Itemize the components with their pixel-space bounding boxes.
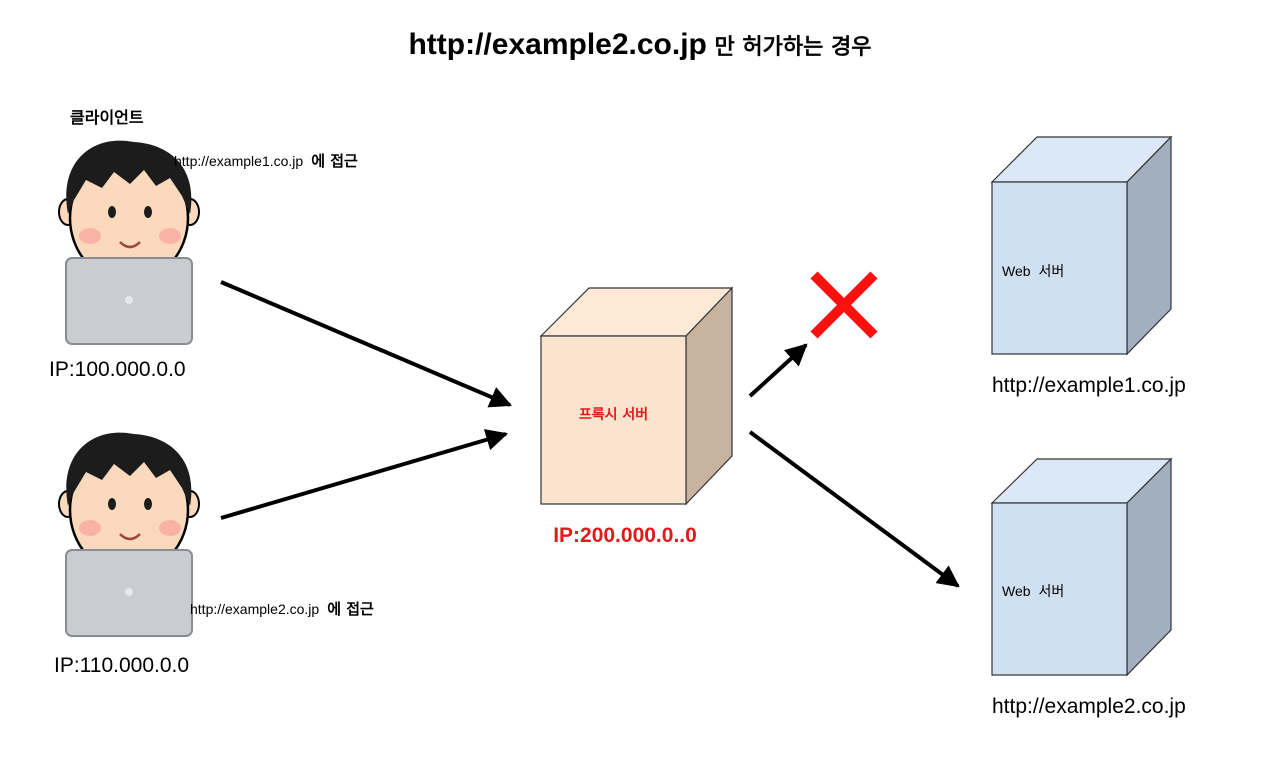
client-2-access-label: http://example2.co.jp 에 접근 (190, 598, 374, 619)
arrow-icon (748, 430, 960, 588)
title-url: http://example2.co.jp (408, 28, 707, 61)
web-server-box-2 (990, 457, 1173, 677)
blocked-x-icon (810, 271, 878, 339)
title-suffix: 만 허가하는 경우 (714, 35, 872, 60)
client-1-access-url: http://example1.co.jp (174, 153, 304, 169)
proxy-server-box (539, 286, 734, 506)
page-title: http://example2.co.jp 만 허가하는 경우 (0, 28, 1280, 62)
proxy-label: 프록시 서버 (578, 407, 649, 423)
client-1-access-label: http://example1.co.jp 에 접근 (174, 150, 358, 171)
client-2-access-url: http://example2.co.jp (190, 601, 320, 617)
client-1-ip: IP:100.000.0.0 (49, 358, 186, 381)
client-1-access-suffix: 에 접근 (311, 152, 358, 170)
arrow-icon (220, 280, 513, 408)
arrow-icon (748, 343, 808, 398)
user-laptop-icon (57, 431, 201, 638)
arrow-icon (220, 429, 509, 520)
server-1-name-suffix: 서버 (1038, 264, 1065, 280)
server-2-name-suffix: 서버 (1038, 584, 1065, 600)
server-2-name: Web (1002, 583, 1031, 599)
client-2-access-suffix: 에 접근 (327, 600, 374, 618)
client-2-ip: IP:110.000.0.0 (54, 654, 190, 677)
server-1-name: Web (1002, 263, 1031, 279)
server-1-label: Web 서버 (1002, 261, 1064, 281)
web-server-box-1 (990, 135, 1173, 356)
client-heading: 클라이언트 (70, 108, 144, 127)
server-2-label: Web 서버 (1002, 581, 1064, 601)
server-2-url: http://example2.co.jp (992, 695, 1186, 718)
proxy-ip: IP:200.000.0..0 (553, 524, 697, 547)
user-laptop-icon (57, 139, 201, 346)
server-1-url: http://example1.co.jp (992, 374, 1186, 397)
